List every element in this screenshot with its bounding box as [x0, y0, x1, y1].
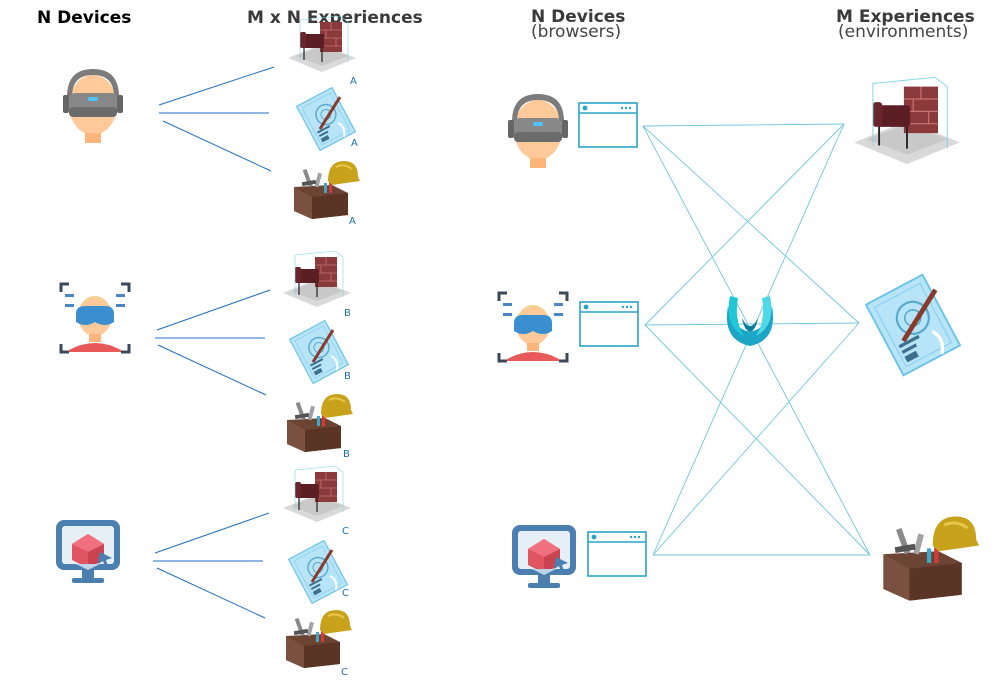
- right-devices-title: N Devices: [531, 7, 626, 27]
- face-tracking-user-icon: [497, 291, 569, 363]
- connection-lines-c: [153, 512, 270, 619]
- experience-label-a3: A: [349, 216, 356, 227]
- desktop-monitor-icon: [56, 520, 120, 583]
- connection-lines-a: [158, 66, 275, 172]
- room-icon: [282, 250, 352, 308]
- right-experiences-title: M Experiences: [836, 7, 975, 27]
- browser-window-icon: [578, 102, 638, 148]
- right-experiences-subtitle: (environments): [838, 22, 969, 42]
- room-icon: [287, 15, 357, 73]
- room-large-icon: [853, 76, 961, 166]
- hub-connection-lines: [642, 123, 871, 556]
- experience-label-c3: C: [341, 667, 348, 678]
- left-experiences-title: M x N Experiences: [247, 8, 423, 28]
- vr-headset-user-icon: [63, 69, 123, 143]
- experience-label-a1: A: [350, 76, 357, 87]
- room-icon: [282, 465, 352, 523]
- blueprint-icon: [287, 539, 349, 605]
- experience-label-a2: A: [351, 138, 358, 149]
- blueprint-icon: [295, 86, 357, 152]
- connection-lines-b: [155, 289, 271, 396]
- vr-headset-user-icon: [508, 94, 568, 168]
- right-devices-subtitle: (browsers): [531, 22, 622, 42]
- experience-label-c2: C: [342, 588, 349, 599]
- left-devices-title: N Devices: [37, 8, 132, 28]
- browser-window-icon: [579, 301, 639, 347]
- hub-logo-icon: [726, 296, 774, 346]
- experience-label-b2: B: [344, 371, 351, 382]
- toolbox-large-icon: [881, 515, 981, 603]
- face-tracking-user-icon: [59, 282, 131, 354]
- toolbox-icon: [293, 160, 361, 220]
- experience-label-c1: C: [342, 526, 349, 537]
- blueprint-icon: [288, 319, 350, 385]
- blueprint-large-icon: [866, 275, 960, 376]
- toolbox-icon: [286, 393, 354, 453]
- experience-label-b3: B: [343, 449, 350, 460]
- browser-window-icon: [587, 531, 647, 577]
- desktop-monitor-icon: [512, 525, 576, 588]
- experience-label-b1: B: [344, 308, 351, 319]
- toolbox-icon: [285, 609, 353, 669]
